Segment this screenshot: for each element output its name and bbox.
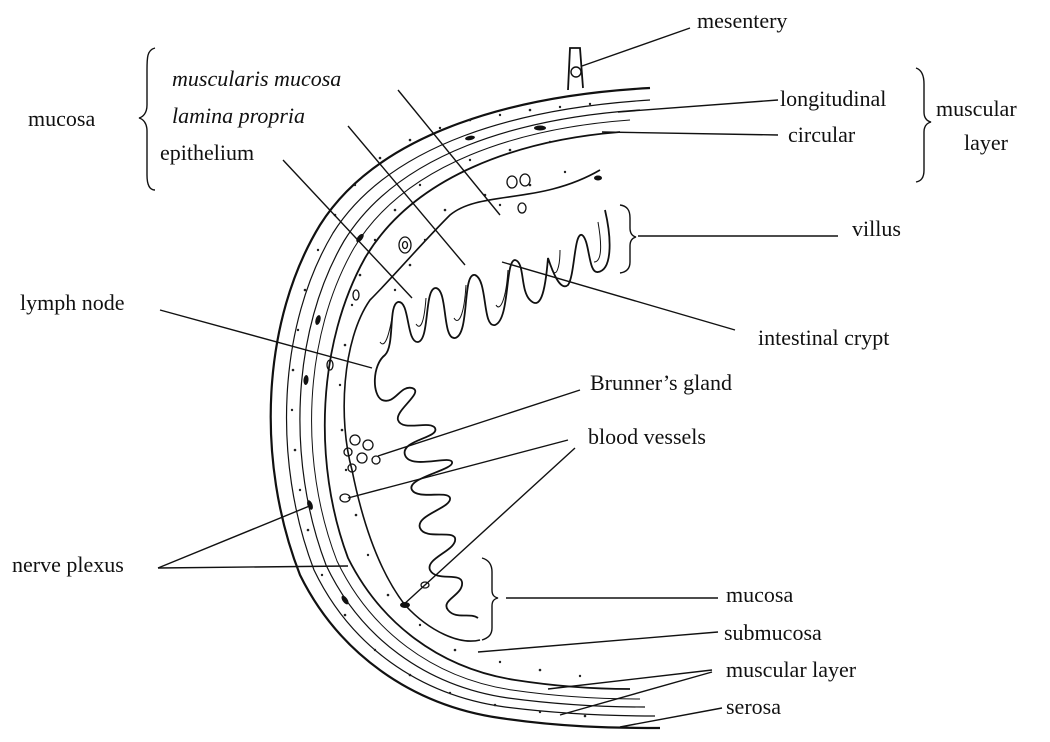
- label-serosa: serosa: [726, 694, 781, 719]
- submucosa-leader: [478, 632, 718, 652]
- circular-muscle-line-2: [312, 120, 640, 699]
- label-intestinal-crypt: intestinal crypt: [758, 325, 889, 350]
- blood-vessels-leader-1: [348, 440, 568, 498]
- muscularis-mucosa-line: [344, 170, 600, 641]
- intestinal-wall: [271, 88, 660, 728]
- label-circular: circular: [788, 122, 856, 147]
- label-lymph-node: lymph node: [20, 290, 125, 315]
- epithelium-leader: [283, 160, 412, 298]
- mesentery-leader: [582, 28, 690, 66]
- labels: mesentery mucosa muscularis mucosa lamin…: [12, 8, 1017, 719]
- vessel-ovals: [327, 174, 530, 588]
- serosa-outer-line: [271, 88, 660, 728]
- label-mesentery: mesentery: [697, 8, 787, 33]
- submucosa-outer-line: [325, 132, 630, 689]
- brunners-gland-leader: [378, 390, 580, 456]
- epithelium-folded-line: [375, 210, 610, 618]
- crypt-inner-line: [380, 222, 601, 344]
- label-muscular-layer-top-2: layer: [964, 130, 1009, 155]
- mucosa-folds: [327, 174, 610, 618]
- label-muscular-layer-bottom: muscular layer: [726, 657, 857, 682]
- nerve-plexus-leader-2: [158, 566, 348, 568]
- villus-bracket: [620, 205, 636, 273]
- label-muscular-layer-top-1: muscular: [936, 96, 1017, 121]
- label-epithelium: epithelium: [160, 140, 254, 165]
- speckle-texture: [291, 103, 591, 718]
- label-villus: villus: [852, 216, 901, 241]
- label-lamina-propria: lamina propria: [172, 103, 305, 128]
- label-submucosa: submucosa: [724, 620, 822, 645]
- label-mucosa-top: mucosa: [28, 106, 95, 131]
- label-mucosa-bottom: mucosa: [726, 582, 793, 607]
- label-longitudinal: longitudinal: [780, 86, 886, 111]
- muscular-layer-bracket: [916, 68, 931, 182]
- label-nerve-plexus: nerve plexus: [12, 552, 124, 577]
- circular-muscle-line-1: [300, 110, 645, 707]
- label-brunners-gland: Brunner’s gland: [590, 370, 732, 395]
- muscularis-mucosa-leader: [398, 90, 500, 215]
- serosa-leader: [620, 708, 722, 727]
- longitudinal-leader: [618, 100, 778, 112]
- intestinal-crypt-leader: [502, 262, 735, 330]
- mucosa-top-bracket: [139, 48, 155, 190]
- brunners-gland-cluster: [344, 435, 380, 472]
- blood-vessels-leader-2: [402, 448, 575, 606]
- label-muscularis-mucosa: muscularis mucosa: [172, 66, 341, 91]
- nerve-plexus-leader-1: [158, 505, 312, 568]
- longitudinal-muscle-line: [287, 100, 655, 716]
- circular-leader: [602, 132, 778, 135]
- label-blood-vessels: blood vessels: [588, 424, 706, 449]
- mucosa-bottom-bracket: [482, 558, 498, 640]
- mesentery-structure: [568, 48, 583, 90]
